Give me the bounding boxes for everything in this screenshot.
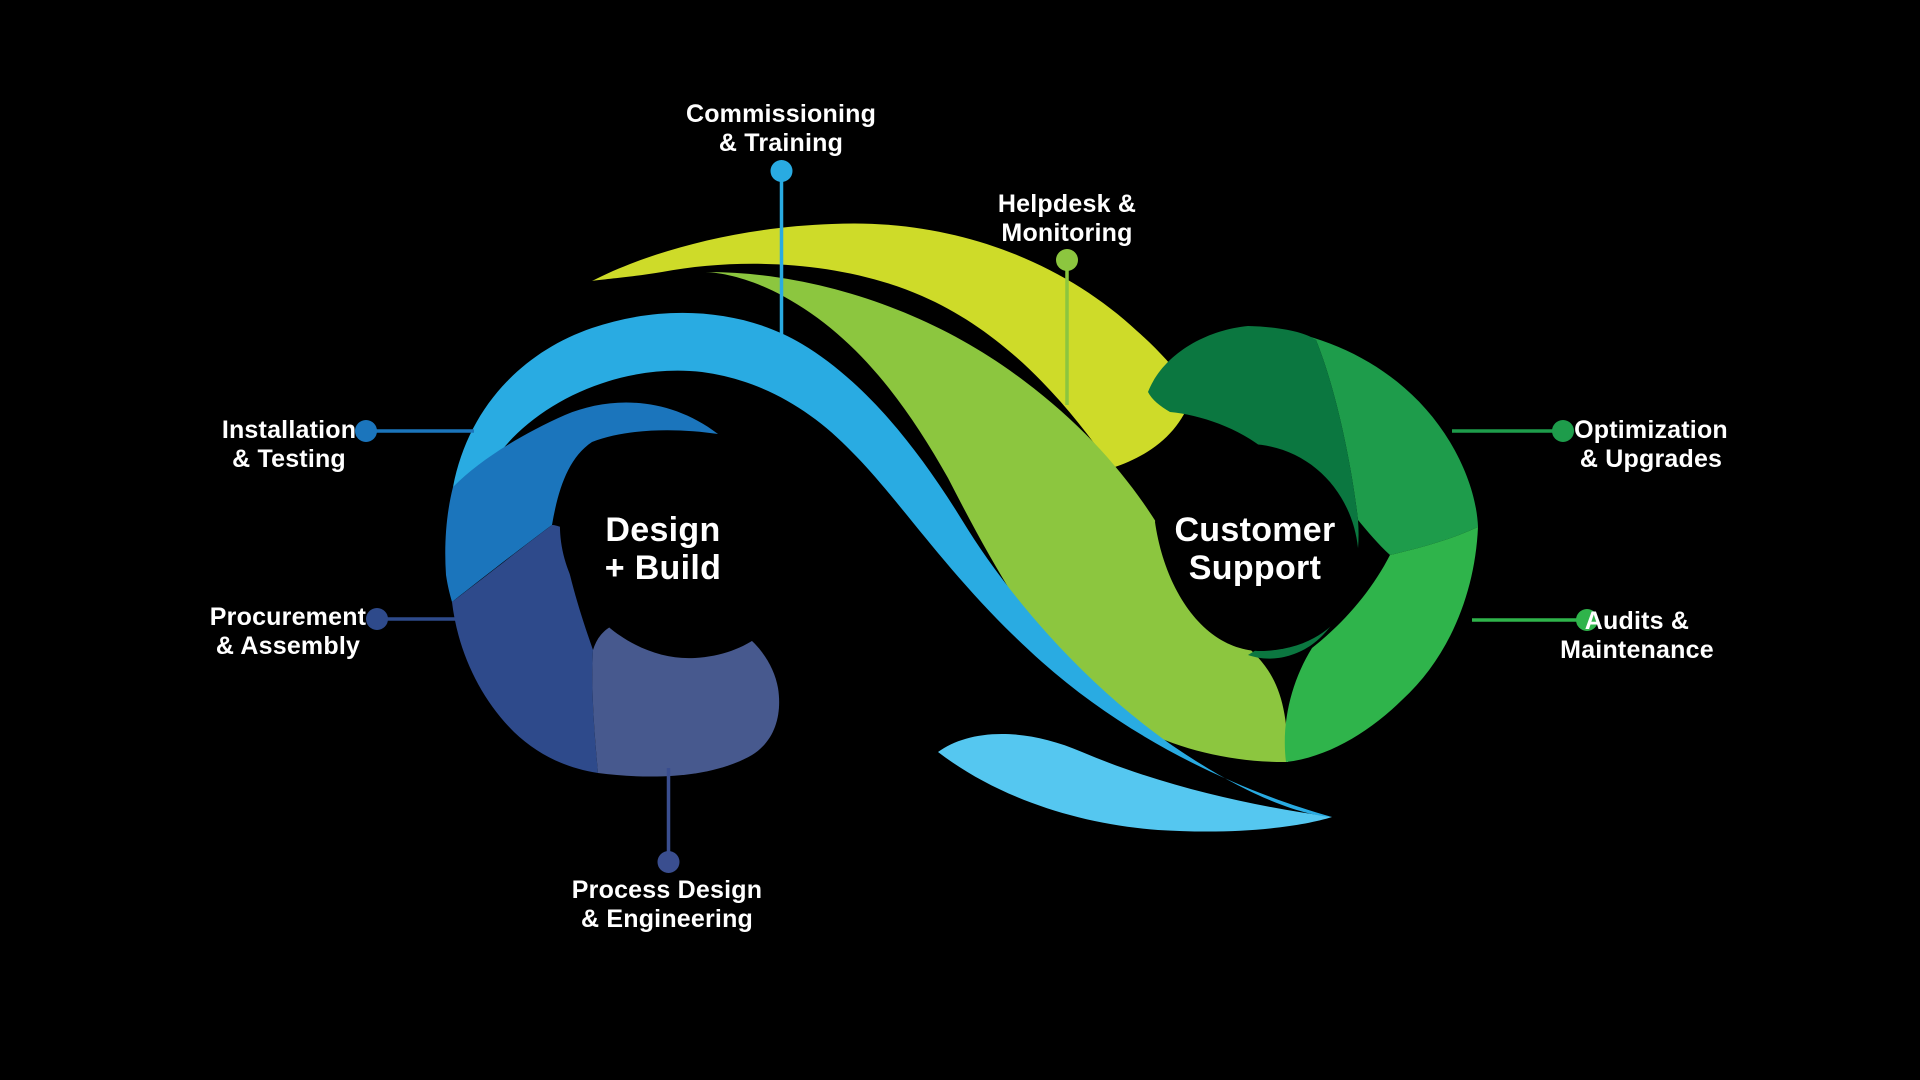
left-loop-title-line2: + Build (604, 549, 722, 587)
label-installation-line1: Installation (221, 416, 357, 444)
left-loop-center-hole (559, 435, 798, 659)
label-process-line1: Process Design (571, 876, 763, 904)
navy-band (452, 525, 598, 773)
label-helpdesk-monitoring: Helpdesk & Monitoring (998, 190, 1136, 248)
connector-process (657, 768, 680, 873)
label-commissioning-training: Commissioning & Training (686, 100, 876, 158)
mid-green-ring (1246, 326, 1478, 555)
audits-dot (1576, 609, 1598, 631)
label-optimization-upgrades: Optimization & Upgrades (1574, 416, 1728, 474)
chartreuse-swoosh (592, 223, 1192, 468)
label-audits-line1: Audits & (1584, 607, 1690, 635)
label-helpdesk-line2: Monitoring (1001, 219, 1133, 247)
label-installation-testing: Installation & Testing (222, 416, 356, 474)
label-procurement-line1: Procurement (209, 603, 367, 631)
optimization-dot (1552, 420, 1574, 442)
label-installation-line2: & Testing (232, 445, 346, 473)
cyan-swoosh (453, 312, 1332, 817)
left-loop-title: Design + Build (605, 511, 721, 587)
procurement-dot (366, 608, 388, 630)
label-process-line2: & Engineering (580, 905, 754, 933)
label-audits-maintenance: Audits & Maintenance (1560, 607, 1714, 665)
connector-installation (355, 420, 474, 442)
light-cyan-sliver (938, 733, 1332, 832)
right-loop-title-line1: Customer (1174, 511, 1336, 549)
right-loop-title-line2: Support (1188, 549, 1322, 587)
connector-optimization (1452, 420, 1574, 442)
label-process-design-engineering: Process Design & Engineering (572, 876, 762, 934)
dark-green-comma (1148, 326, 1359, 659)
mid-blue-band (445, 402, 718, 602)
label-commissioning-line2: & Training (718, 129, 844, 157)
label-procurement-line2: & Assembly (215, 632, 361, 660)
left-loop-title-line1: Design (605, 511, 721, 549)
light-green-swoosh (703, 271, 1288, 763)
helpdesk-dot (1056, 249, 1078, 271)
label-audits-line2: Maintenance (1560, 636, 1714, 664)
connector-helpdesk (1056, 249, 1078, 405)
label-helpdesk-line1: Helpdesk & (997, 190, 1137, 218)
label-optimization-line2: & Upgrades (1579, 445, 1723, 473)
bright-green-ring (1284, 527, 1478, 762)
connector-procurement (366, 608, 458, 630)
label-optimization-line1: Optimization (1574, 416, 1728, 444)
commissioning-dot (770, 160, 793, 182)
right-loop-center-hole (1155, 443, 1359, 652)
installation-dot (355, 420, 377, 442)
process-dot (657, 851, 680, 873)
connector-commissioning (770, 160, 793, 342)
label-commissioning-line1: Commissioning (685, 100, 877, 128)
right-loop-title: Customer Support (1174, 511, 1335, 587)
light-navy-kidney (592, 614, 780, 777)
label-procurement-assembly: Procurement & Assembly (210, 603, 366, 661)
connector-audits (1472, 609, 1598, 631)
